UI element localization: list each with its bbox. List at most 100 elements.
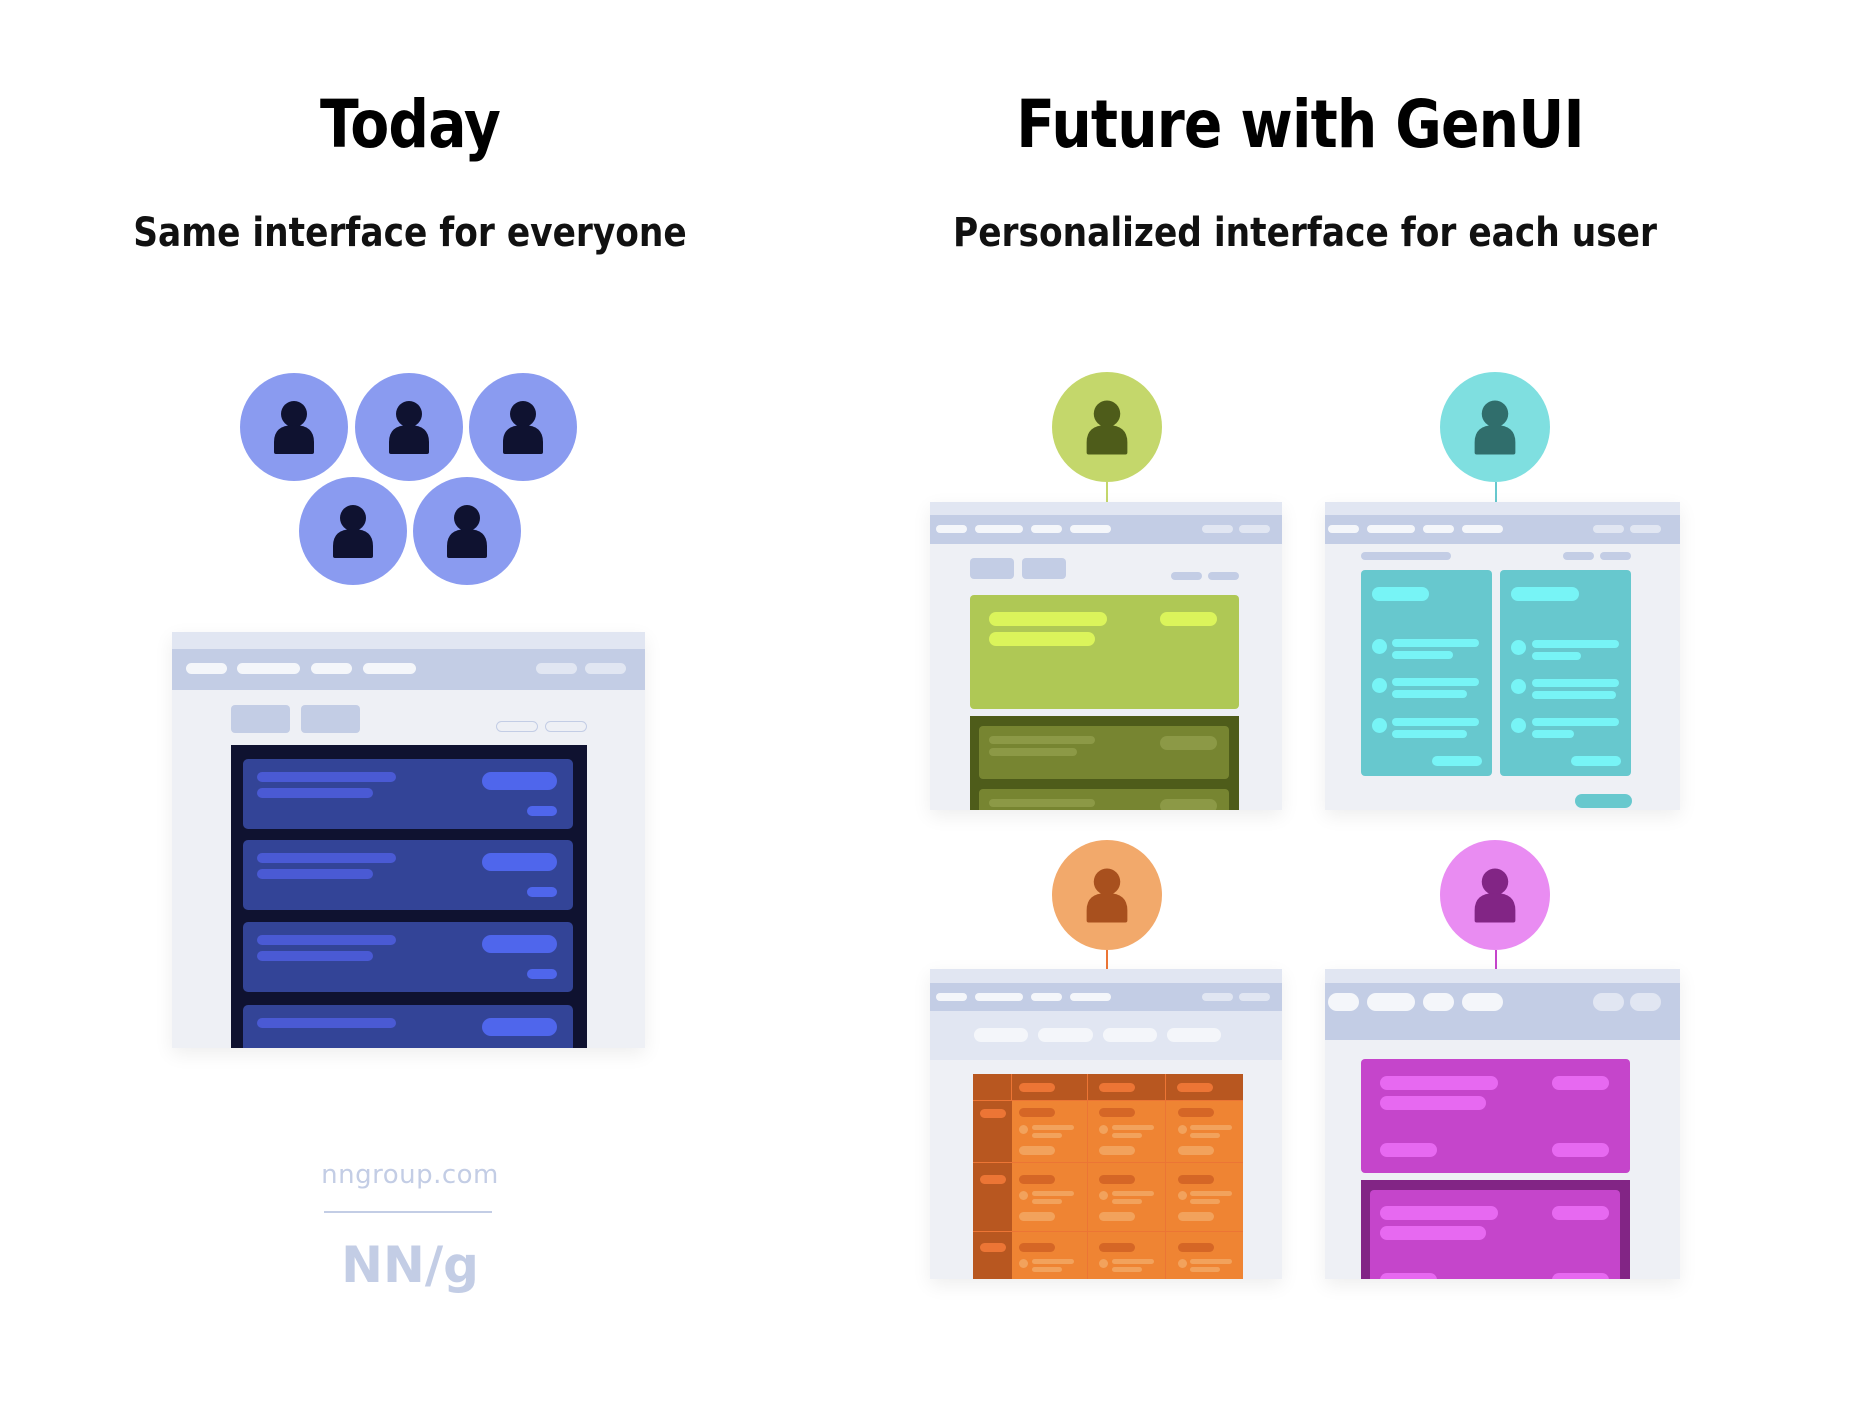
connector-line — [1106, 950, 1108, 969]
cell-dot — [1099, 1259, 1108, 1268]
nav-item — [936, 525, 967, 533]
person-icon — [447, 505, 487, 558]
person-icon — [1474, 400, 1516, 455]
window-top-strip — [1325, 502, 1680, 515]
tab-block — [301, 705, 360, 733]
cell-line — [1190, 1125, 1232, 1130]
card-button — [1552, 1076, 1609, 1090]
user-avatar — [299, 477, 407, 585]
card-tag — [1380, 1143, 1437, 1157]
card-line — [1380, 1096, 1486, 1110]
primary-action-button — [1575, 794, 1632, 808]
featured-card — [970, 595, 1239, 709]
card-button — [1160, 799, 1217, 810]
cell-dot — [1099, 1125, 1108, 1134]
card-line — [989, 632, 1095, 646]
cell-dot — [1019, 1191, 1028, 1200]
genui-subtitle: Personalized interface for each user — [953, 210, 1657, 256]
list-bullet — [1372, 639, 1387, 654]
person-icon — [333, 505, 373, 558]
card-button — [482, 853, 557, 871]
card-list-panel — [231, 745, 587, 1048]
cell-tag — [1099, 1146, 1135, 1155]
nav-item — [311, 663, 352, 674]
filter-pill — [496, 721, 538, 732]
sub-nav-tab — [1167, 1028, 1221, 1042]
nav-action — [1593, 525, 1624, 533]
card-tag — [527, 969, 557, 979]
nng-logo: NN/g — [341, 1236, 479, 1294]
column-header — [1177, 1083, 1213, 1092]
nav-item — [1328, 525, 1359, 533]
nav-item — [237, 663, 300, 674]
card-tag — [527, 806, 557, 816]
card-button — [482, 772, 557, 790]
list-bullet — [1511, 679, 1526, 694]
cell-dot — [1178, 1125, 1187, 1134]
person-icon — [389, 401, 429, 454]
card-line — [257, 788, 373, 798]
list-line — [1532, 640, 1619, 648]
card-line — [257, 869, 373, 879]
nav-action — [1202, 525, 1233, 533]
nav-item — [1423, 525, 1454, 533]
filter-pill — [545, 721, 587, 732]
nav-item — [1462, 993, 1503, 1011]
nav-action — [1202, 993, 1233, 1001]
card-line — [989, 736, 1095, 744]
list-line — [1392, 651, 1453, 659]
list-column — [1500, 570, 1631, 776]
nav-item — [936, 993, 967, 1001]
nav-item — [1070, 993, 1111, 1001]
person-icon — [1086, 868, 1128, 923]
cell-tag — [1099, 1212, 1135, 1221]
nav-action — [1630, 993, 1661, 1011]
cell-line — [1032, 1133, 1062, 1138]
list-line — [1392, 718, 1479, 726]
tab-block — [231, 705, 290, 733]
cell-line — [1112, 1199, 1142, 1204]
purple-user-avatar — [1440, 840, 1550, 950]
list-column — [1361, 570, 1492, 776]
card-line — [257, 951, 373, 961]
tab-block — [970, 558, 1014, 579]
list-line — [1532, 691, 1616, 699]
card-line — [1380, 1076, 1498, 1090]
nav-item — [975, 525, 1023, 533]
card-action — [1552, 1273, 1609, 1279]
cell-line — [1112, 1125, 1154, 1130]
cell-line — [1032, 1267, 1062, 1272]
list-card — [243, 1005, 573, 1048]
connector-line — [1495, 482, 1497, 502]
cell-line — [1190, 1259, 1232, 1264]
connector-line — [1495, 950, 1497, 969]
card-button — [482, 935, 557, 953]
featured-card — [1361, 1059, 1630, 1173]
genui-title: Future with GenUI — [1016, 86, 1584, 163]
cell-line — [1112, 1259, 1154, 1264]
cell-title — [1178, 1108, 1214, 1117]
window-top-strip — [930, 969, 1282, 983]
cell-line — [1032, 1191, 1074, 1196]
cell-title — [1099, 1108, 1135, 1117]
cell-line — [1190, 1191, 1232, 1196]
list-card — [243, 922, 573, 992]
cell-line — [1112, 1267, 1142, 1272]
cell-dot — [1019, 1125, 1028, 1134]
cell-title — [1019, 1108, 1055, 1117]
card-line — [257, 772, 396, 782]
card-button — [1160, 612, 1217, 626]
user-avatar — [240, 373, 348, 481]
list-bullet — [1511, 718, 1526, 733]
nav-item — [363, 663, 416, 674]
cell-tag — [1019, 1212, 1055, 1221]
list-bullet — [1372, 678, 1387, 693]
cell-line — [1032, 1259, 1074, 1264]
nav-action — [536, 663, 577, 674]
nngroup-url: nngroup.com — [321, 1160, 499, 1190]
person-icon — [1474, 868, 1516, 923]
cell-title — [1099, 1243, 1135, 1252]
card-line — [989, 799, 1095, 807]
cell-line — [1190, 1267, 1220, 1272]
filter-pill — [1600, 552, 1631, 560]
